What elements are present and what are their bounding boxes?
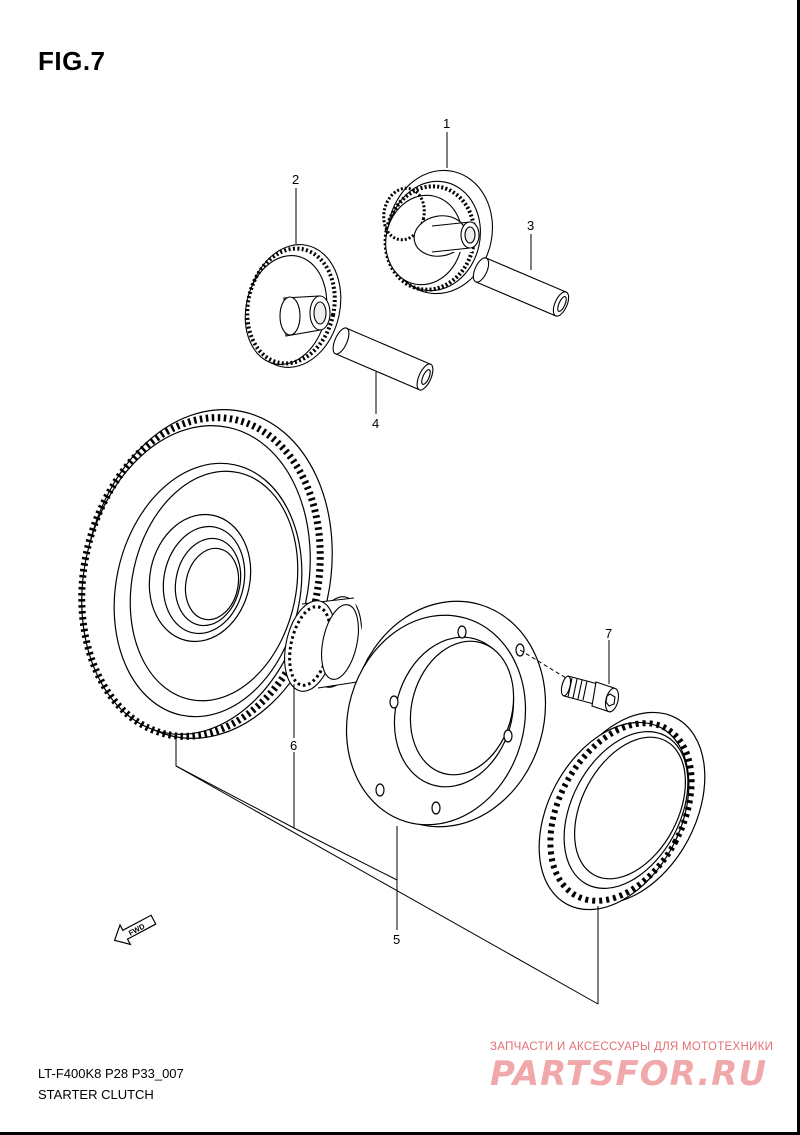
callout-5: 5: [393, 932, 400, 947]
fwd-arrow-icon: FWD: [113, 914, 157, 946]
starter-driven-gear: [78, 409, 333, 740]
callout-6: 6: [290, 738, 297, 753]
part-1-idler-gear: [382, 169, 494, 295]
watermark-tagline: ЗАПЧАСТИ И АКСЕССУАРЫ ДЛЯ МОТОТЕХНИКИ: [490, 1041, 774, 1053]
one-way-clutch: [538, 711, 706, 911]
callout-1: 1: [443, 116, 450, 131]
frame-bottom-rule: [0, 1132, 800, 1135]
diagram-code: LT-F400K8 P28 P33_007: [38, 1066, 184, 1081]
diagram-name: STARTER CLUTCH: [38, 1087, 154, 1102]
part-6-needle-bearing: [284, 596, 374, 692]
callout-7: 7: [605, 626, 612, 641]
callout-3: 3: [527, 218, 534, 233]
part-5-clutch-housing: [345, 600, 547, 828]
leader-lines: [175, 132, 610, 1005]
part-2-gear: [244, 244, 342, 368]
figure-title: FIG.7: [38, 46, 106, 76]
watermark-logo: PARTSFOR.RU: [490, 1054, 768, 1094]
part-3-shaft: [472, 257, 570, 317]
callout-4: 4: [372, 416, 379, 431]
callout-2: 2: [292, 172, 299, 187]
part-4-shaft: [332, 327, 434, 391]
part-7-bolt: [560, 675, 620, 713]
frame-right-rule: [797, 0, 800, 1135]
